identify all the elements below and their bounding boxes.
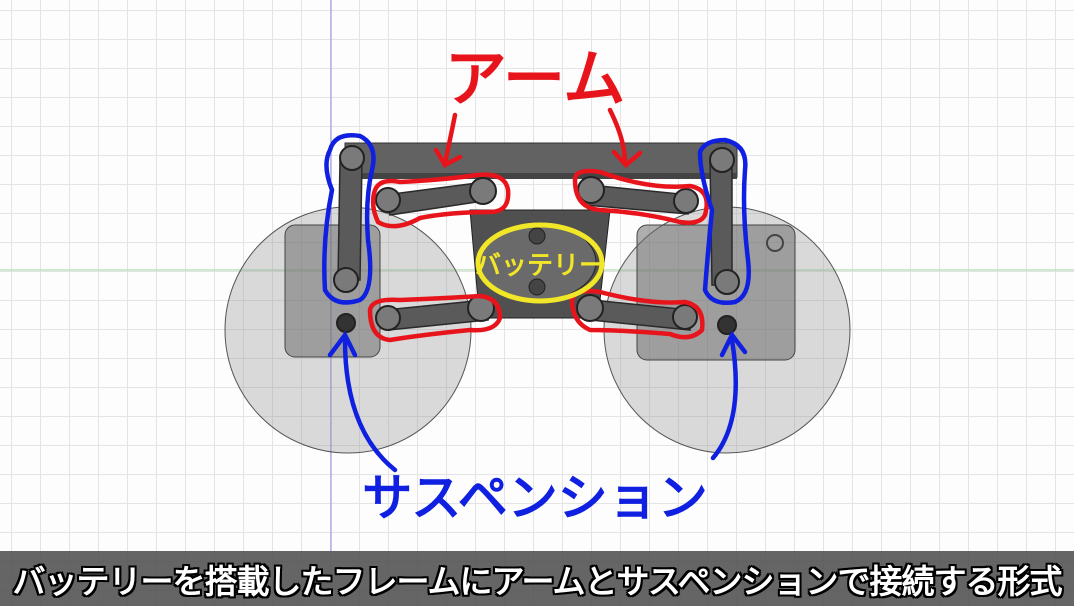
suspension-label: サスペンション bbox=[362, 469, 708, 527]
subtitle-bar: バッテリーを搭載したフレームにアームとサスペンションで接続する形式 bbox=[0, 551, 1074, 606]
arm-arrows bbox=[433, 107, 643, 169]
right-damper bbox=[709, 159, 733, 286]
arm-outlines bbox=[367, 168, 709, 343]
left-damper bbox=[337, 159, 363, 281]
suspension-arrows bbox=[327, 330, 748, 473]
battery-outline bbox=[475, 222, 605, 304]
subtitle-text: バッテリーを搭載したフレームにアームとサスペンションで接続する形式 bbox=[12, 561, 1062, 601]
suspension-outlines bbox=[322, 133, 751, 305]
arm-label: アーム bbox=[445, 42, 625, 115]
top-plate bbox=[344, 142, 738, 178]
battery-label: バッテリー bbox=[475, 251, 605, 281]
